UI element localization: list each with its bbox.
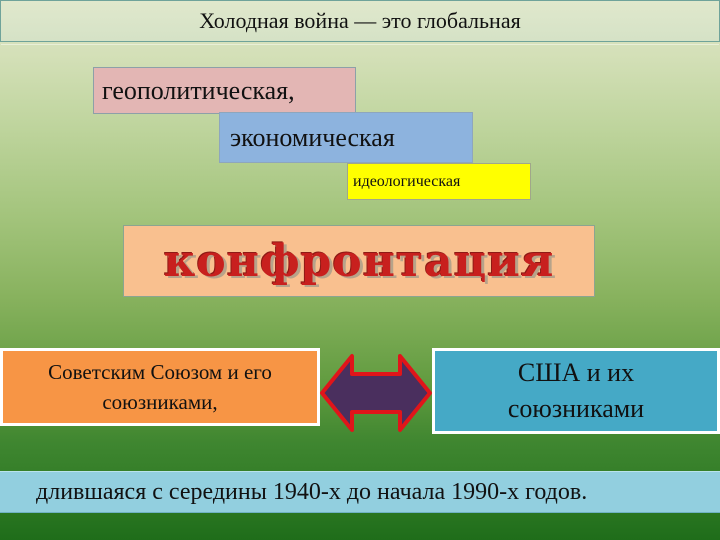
aspect-ideological-label: идеологическая (353, 172, 461, 190)
side-usa-line2: союзниками (507, 394, 645, 423)
slide-title: Холодная война — это глобальная (0, 0, 720, 45)
side-ussr: Советским Союзом и его союзниками, (0, 348, 320, 426)
footer-statement: длившаяся с середины 1940-х до начала 19… (0, 471, 720, 513)
aspect-economic-label: экономическая (230, 122, 395, 152)
keyword-text: конфронтация (163, 235, 555, 287)
keyword-box: конфронтация (123, 225, 595, 297)
aspect-geopolitical: геополитическая, (93, 67, 356, 114)
double-arrow-icon (320, 354, 432, 432)
aspect-ideological: идеологическая (347, 163, 531, 200)
side-usa: США и их союзниками (432, 348, 720, 434)
side-ussr-line1: Советским Союзом и его (48, 359, 272, 384)
aspect-economic: экономическая (219, 112, 473, 163)
slide-title-text: Холодная война — это глобальная (199, 8, 521, 33)
side-ussr-line2: союзниками, (102, 390, 218, 414)
aspect-geopolitical-label: геополитическая, (102, 75, 295, 105)
side-usa-line1: США и их (517, 357, 635, 387)
footer-text: длившаяся с середины 1940-х до начала 19… (36, 478, 588, 505)
